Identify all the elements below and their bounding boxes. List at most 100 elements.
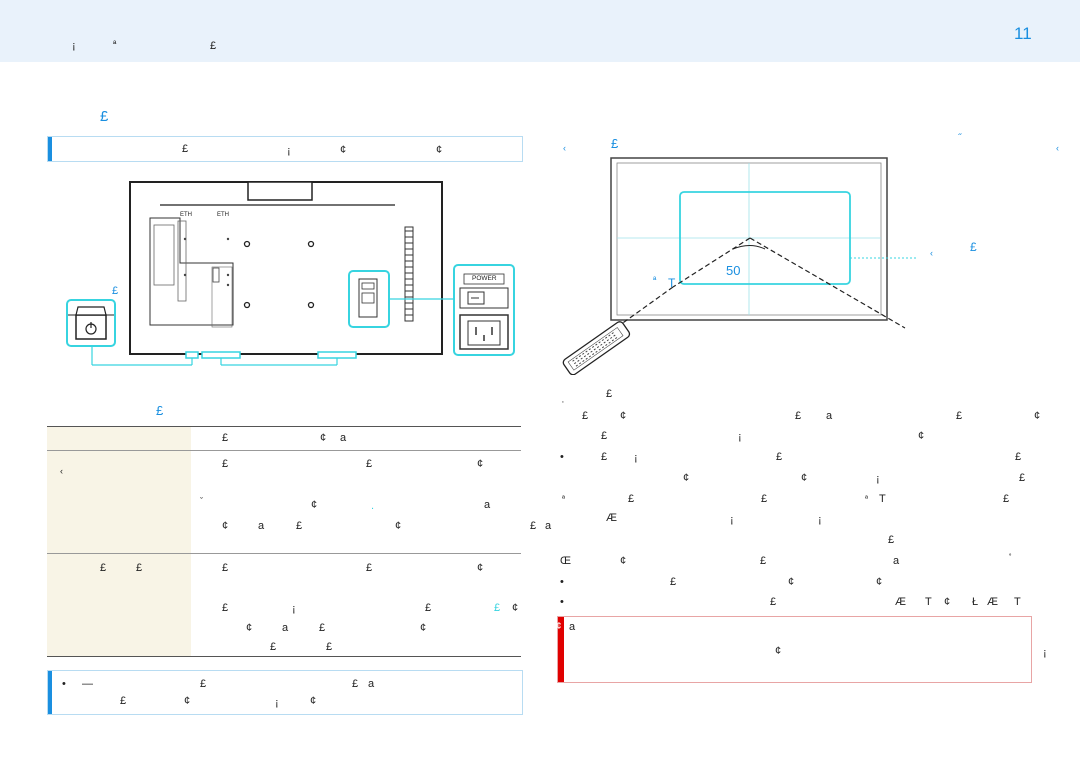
table-text: £ (136, 562, 143, 574)
paragraph-text: a (893, 555, 900, 567)
paragraph-text: ˚ (1009, 553, 1012, 562)
paragraph-text: £ (760, 555, 767, 567)
angle-label: 50 (726, 263, 741, 278)
paragraph-text: £ (582, 410, 589, 422)
paragraph-text: T (925, 596, 932, 608)
bottom-note-text: £ (200, 678, 207, 690)
remote-label: T (668, 276, 676, 290)
bottom-note-text: £ (352, 678, 359, 690)
warning-box (557, 616, 1032, 683)
paragraph-text: £ (670, 576, 677, 588)
paragraph-text: £ (606, 388, 613, 400)
table-text: ‹ (60, 466, 63, 476)
paragraph-text: ª (562, 494, 565, 503)
table-text: £ (319, 622, 326, 634)
table-text: ˇ (200, 496, 203, 506)
note-bar-glyph: ¢ (340, 144, 347, 156)
warning-text: a (569, 621, 576, 633)
callout-label: £ (112, 285, 119, 297)
sensor-label: ‹ (930, 248, 933, 258)
bottom-note-text: a (368, 678, 375, 690)
paragraph-text: £ (956, 410, 963, 422)
table-rule (47, 656, 521, 657)
right-title: ‹ (563, 143, 566, 153)
table-text: ¢ (222, 520, 229, 532)
table-text: ¢ (311, 499, 318, 511)
paragraph-text: Æ (606, 512, 617, 524)
paragraph-text: ¢ (801, 472, 808, 484)
table-text: a (484, 499, 491, 511)
paragraph-text: ¡ (738, 431, 742, 443)
table-text: £ (222, 458, 229, 470)
note-bar-glyph: ¢ (436, 144, 443, 156)
bottom-note-text: ¢ (184, 695, 191, 707)
note-bar-glyph: £ (182, 143, 189, 155)
paragraph-text: Æ (987, 596, 998, 608)
table-text: £ (494, 602, 501, 614)
table-rule (47, 450, 521, 451)
paragraph-text: ¢ (620, 555, 627, 567)
table-title: £ (156, 403, 164, 418)
paragraph-text: £ (601, 451, 608, 463)
paragraph-text: ¡ (634, 452, 638, 464)
power-label: POWER (472, 275, 497, 282)
table-text: . (371, 500, 375, 512)
paragraph-text: ¢ (876, 576, 883, 588)
paragraph-text: £ (761, 493, 768, 505)
table-text: £ (326, 641, 333, 653)
paragraph-text: ¢ (788, 576, 795, 588)
paragraph-text: ¢ (944, 596, 951, 608)
bottom-note-text: • (62, 678, 66, 690)
bottom-note-text: £ (120, 695, 127, 707)
table-text: £ (222, 562, 229, 574)
remote-label: ª (653, 275, 657, 285)
paragraph-text: ¡ (818, 514, 822, 526)
paragraph-text: £ (795, 410, 802, 422)
table-text: ¢ (512, 602, 519, 614)
table-text: £ (100, 562, 107, 574)
table-rule (47, 426, 521, 427)
header-glyph-3: £ (210, 40, 217, 52)
table-text: ¡ (292, 603, 296, 615)
paragraph-text: £ (770, 596, 777, 608)
section-title: £ (100, 108, 109, 125)
note-bar-glyph: ¡ (287, 145, 291, 157)
rear-panel-diagram (66, 181, 515, 366)
table-text: £ (222, 432, 229, 444)
paragraph-text: ¢ (1034, 410, 1041, 422)
right-title: ˝ (958, 133, 962, 144)
table-rule (47, 553, 521, 554)
paragraph-text: £ (601, 430, 608, 442)
bottom-note (47, 670, 523, 715)
table-text: a (258, 520, 265, 532)
table-text: a (340, 432, 347, 444)
table-text: a (282, 622, 289, 634)
table-text: £ (296, 520, 303, 532)
header-band (0, 0, 1080, 62)
table-text: ¢ (477, 562, 484, 574)
table-text: £ (366, 562, 373, 574)
header-glyph-1: ¡ (72, 40, 76, 52)
paragraph-text: £ (1019, 472, 1026, 484)
paragraph-text: £ (1003, 493, 1010, 505)
table-text: a (545, 520, 552, 532)
paragraph-text: ¡ (730, 514, 734, 526)
header-glyph-2: ª (113, 39, 117, 49)
paragraph-text: Œ (560, 555, 571, 567)
paragraph-text: T (1014, 596, 1021, 608)
paragraph-text: ª (865, 494, 868, 503)
table-text: ¢ (395, 520, 402, 532)
paragraph-text: • (560, 451, 564, 463)
table-text: ¢ (320, 432, 327, 444)
port-label: ETH (180, 212, 192, 218)
bottom-note-text: ¢ (310, 695, 317, 707)
bottom-note-text: — (82, 678, 93, 690)
page-number: 11 (1014, 24, 1032, 43)
paragraph-text: £ (628, 493, 635, 505)
paragraph-text: ¢ (620, 410, 627, 422)
table-text: £ (530, 520, 537, 532)
paragraph-text: £ (776, 451, 783, 463)
paragraph-text: Æ (895, 596, 906, 608)
right-title: ‹ (1056, 143, 1059, 153)
warning-text: ¢ (556, 621, 562, 632)
